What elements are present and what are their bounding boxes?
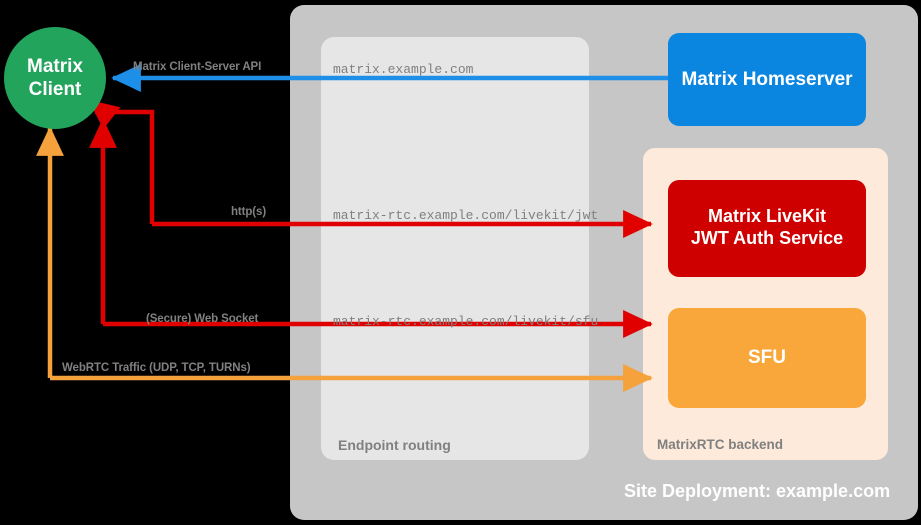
container-label-site-deployment: Site Deployment: example.com	[624, 481, 891, 501]
node-matrix-homeserver[interactable]	[668, 33, 866, 126]
container-endpoint-routing	[321, 37, 589, 460]
node-label-sfu: SFU	[668, 346, 866, 369]
sfu-line1: SFU	[748, 347, 786, 368]
node-label-jwt-auth-service: Matrix LiveKit JWT Auth Service	[668, 206, 866, 250]
connection-label-matrix-client-server-api: Matrix Client-Server API	[133, 61, 262, 73]
node-label-matrix-client: Matrix Client	[5, 55, 105, 101]
jwt-auth-line1: Matrix LiveKit	[707, 206, 827, 226]
endpoint-label-sfu: matrix-rtc.example.com/livekit/sfu	[333, 314, 599, 329]
matrix-homeserver-line1: Matrix Homeserver	[681, 69, 853, 90]
connection-webrtc-traffic	[36, 126, 653, 392]
node-label-matrix-homeserver: Matrix Homeserver	[668, 68, 866, 91]
connection-label-websocket-sfu: (Secure) Web Socket	[146, 313, 259, 325]
connection-websocket-sfu	[89, 118, 653, 338]
endpoint-label-jwt: matrix-rtc.example.com/livekit/jwt	[333, 208, 599, 223]
jwt-auth-line2: JWT Auth Service	[690, 227, 844, 248]
container-label-matrixrtc-backend: MatrixRTC backend	[657, 437, 784, 452]
node-jwt-auth-service[interactable]	[668, 180, 866, 277]
connection-label-webrtc-traffic: WebRTC Traffic (UDP, TCP, TURNs)	[62, 362, 251, 374]
node-sfu[interactable]	[668, 308, 866, 408]
matrix-client-line1: Matrix	[27, 56, 83, 77]
node-matrix-client[interactable]	[4, 27, 106, 129]
connection-label-https-jwt: http(s)	[231, 206, 267, 218]
container-label-endpoint-routing: Endpoint routing	[338, 437, 451, 453]
endpoint-label-matrix: matrix.example.com	[333, 62, 474, 77]
matrix-client-line2: Client	[28, 79, 82, 101]
